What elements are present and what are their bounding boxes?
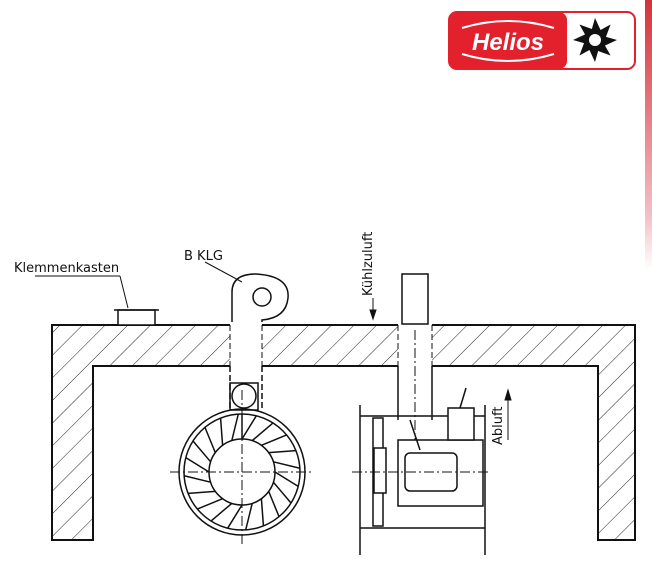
guide-vane (260, 498, 265, 526)
guide-vane (219, 418, 224, 446)
exhaust-label: Abluft (491, 407, 506, 445)
guide-vane (192, 440, 212, 463)
guide-vane (231, 413, 240, 441)
guide-vane (261, 434, 287, 446)
guide-vane (273, 461, 301, 470)
guide-vane (268, 449, 296, 454)
guide-vane (183, 474, 211, 483)
logo-text: Helios (472, 29, 544, 56)
guide-vane (272, 481, 292, 504)
axial-fan-front-view (170, 366, 314, 545)
guide-vane (185, 457, 210, 473)
terminal-box (114, 309, 159, 326)
fan-logo-icon (573, 18, 617, 62)
guide-vane (204, 427, 216, 453)
cooling-air-label: Kühlzuluft (361, 232, 376, 296)
guide-vane (268, 491, 280, 517)
helios-logo: Helios (448, 11, 636, 70)
building-walls (51, 324, 636, 541)
blower-b-klg (231, 273, 289, 322)
brand-strip (645, 0, 652, 270)
fan-model-label: B KLG (184, 249, 223, 264)
exhaust-arrow (504, 388, 512, 440)
guide-vane (241, 415, 257, 440)
guide-vane (251, 422, 274, 442)
terminal-box-label: Klemmenkasten (14, 261, 119, 276)
guide-vane (274, 471, 299, 487)
guide-vane (227, 504, 243, 529)
guide-vane (197, 498, 223, 510)
guide-vane (210, 502, 233, 522)
axial-fan-side-view (352, 273, 490, 555)
guide-vane (244, 503, 253, 531)
guide-vane (188, 490, 216, 495)
cooling-air-arrow (369, 298, 377, 321)
